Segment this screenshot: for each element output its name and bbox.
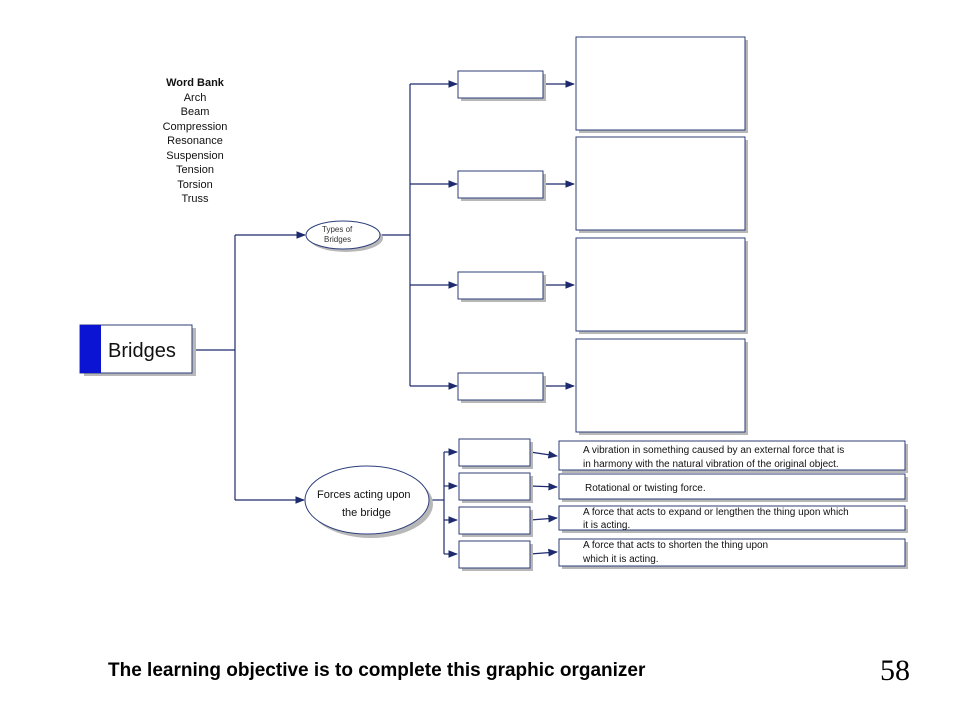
- force-blank-2[interactable]: [458, 472, 533, 503]
- definition-box-3: A force that acts to expand or lengthen …: [558, 505, 908, 533]
- word-bank-word-suspension: Suspension: [166, 149, 224, 162]
- type-blank-2[interactable]: [457, 170, 546, 201]
- word-bank: Word Bank Arch Beam Compression Resonanc…: [140, 76, 250, 207]
- force-blank-3[interactable]: [458, 506, 533, 537]
- type-blanks: [457, 70, 546, 403]
- connector-force-1-def: [529, 450, 558, 459]
- definition-4-line2: which it is acting.: [582, 554, 659, 565]
- word-bank-word-compression: Compression: [162, 120, 228, 133]
- forces-node-line1: Forces acting upon: [317, 489, 411, 501]
- connector-force-2-def: [529, 482, 558, 491]
- definition-box-2: Rotational or twisting force.: [558, 473, 908, 502]
- definition-1-line1: A vibration in something caused by an ex…: [583, 445, 844, 456]
- definition-4-line1: A force that acts to shorten the thing u…: [583, 540, 768, 551]
- type-description-blank-4[interactable]: [575, 338, 748, 435]
- word-bank-title: Word Bank: [166, 77, 224, 89]
- definition-boxes: A vibration in something caused by an ex…: [558, 440, 908, 569]
- word-bank-word-tension: Tension: [176, 164, 214, 176]
- force-blanks: [458, 438, 533, 571]
- type-blank-1[interactable]: [457, 70, 546, 101]
- connector-force-4-def: [529, 548, 558, 557]
- types-node-line2: Bridges: [324, 235, 351, 244]
- definition-3-line2: it is acting.: [583, 520, 630, 531]
- type-blank-4[interactable]: [457, 372, 546, 403]
- word-bank-word-arch: Arch: [183, 91, 207, 104]
- definition-box-4: A force that acts to shorten the thing u…: [558, 538, 908, 569]
- definition-3-line1: A force that acts to expand or lengthen …: [583, 507, 849, 518]
- learning-objective: The learning objective is to complete th…: [108, 660, 646, 681]
- page-number: 58: [880, 654, 910, 687]
- root-label: Bridges: [108, 340, 176, 362]
- types-node: Types of Bridges: [305, 220, 383, 252]
- word-bank-word-torsion: Torsion: [177, 178, 213, 191]
- type-description-blanks: [575, 36, 748, 435]
- word-bank-word-resonance: Resonance: [167, 135, 223, 147]
- force-blank-4[interactable]: [458, 540, 533, 571]
- definition-box-1: A vibration in something caused by an ex…: [558, 440, 908, 473]
- type-description-blank-2[interactable]: [575, 136, 748, 233]
- definition-2-line1: Rotational or twisting force.: [585, 483, 706, 494]
- root-node: Bridges: [79, 324, 196, 376]
- type-description-blank-3[interactable]: [575, 237, 748, 334]
- connectors: [195, 80, 575, 558]
- word-bank-word-beam: Beam: [180, 106, 210, 118]
- type-description-blank-1[interactable]: [575, 36, 748, 133]
- types-node-line1: Types of: [322, 225, 353, 234]
- connector-force-3-def: [529, 514, 558, 523]
- definition-1-line2: in harmony with the natural vibration of…: [583, 459, 839, 470]
- force-blank-1[interactable]: [458, 438, 533, 469]
- type-blank-3[interactable]: [457, 271, 546, 302]
- forces-node: Forces acting upon the bridge: [304, 465, 433, 538]
- forces-node-line2: the bridge: [342, 507, 391, 519]
- root-accent-bar: [80, 325, 101, 373]
- word-bank-word-truss: Truss: [181, 193, 209, 205]
